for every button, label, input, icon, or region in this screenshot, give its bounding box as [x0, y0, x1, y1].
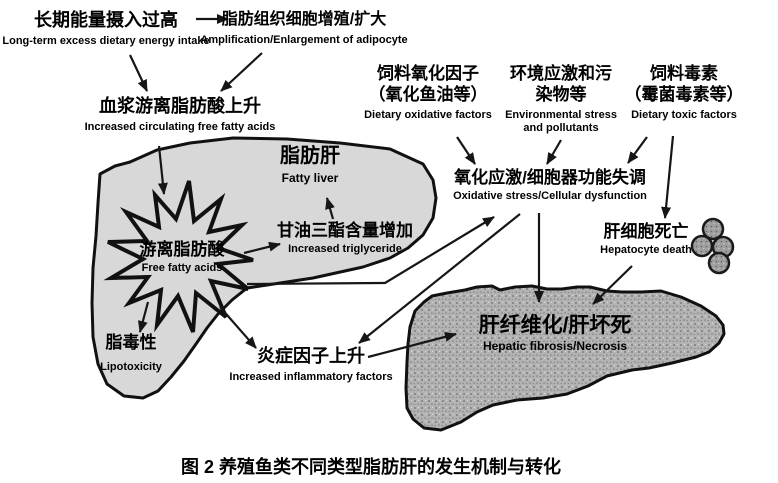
node-energy-intake-en: Long-term excess dietary energy intake [2, 35, 210, 47]
node-dietary-toxic-en: Dietary toxic factors [631, 109, 737, 121]
node-plasma-ffa-zh: 血浆游离脂肪酸上升 [99, 96, 261, 116]
arrow-triglyceride-to-fatty-liver [325, 197, 335, 220]
arrow-starburst-to-lipotoxicity [138, 301, 150, 333]
arrow-dietary-toxic-to-oxidative-stress [627, 136, 648, 164]
node-energy-intake-zh: 长期能量摄入过高 [34, 10, 178, 30]
node-oxidative-stress-zh: 氧化应激/细胞器功能失调 [454, 168, 646, 187]
arrow-dietary-toxic-to-hepatocyte-death [661, 135, 675, 219]
node-hepatocyte-death-zh: 肝细胞死亡 [603, 222, 689, 241]
figure-caption: 图 2 养殖鱼类不同类型脂肪肝的发生机制与转化 [180, 457, 562, 477]
node-dietary-oxidative-zh1: 饲料氧化因子 [377, 64, 479, 83]
arrow-inflammatory-to-fibrosis [367, 331, 457, 359]
arrow-plasma-ffa-to-starburst [157, 145, 168, 195]
node-triglyceride-zh: 甘油三酯含量增加 [277, 221, 413, 240]
node-environmental-zh1: 环境应激和污 [510, 64, 612, 83]
node-plasma-ffa-en: Increased circulating free fatty acids [84, 121, 276, 133]
node-hepatocyte-death: 肝细胞死亡 Hepatocyte death [600, 221, 692, 257]
node-fatty-liver-en: Fatty liver [281, 171, 339, 185]
node-fibrosis-zh: 肝纤维化/肝坏死 [478, 314, 632, 337]
arrow-starburst-to-triglyceride [243, 241, 281, 255]
arrow-oxidative-stress-to-inflammatory [358, 213, 521, 344]
node-oxidative-stress: 氧化应激/细胞器功能失调 Oxidative stress/Cellular d… [453, 167, 647, 203]
node-inflammatory-zh: 炎症因子上升 [256, 346, 365, 366]
fatty-liver-shape [90, 136, 438, 400]
node-free-fatty-acids-zh: 游离脂肪酸 [139, 240, 225, 259]
arrow-layer [129, 14, 675, 359]
node-environmental: 环境应激和污 染物等 Environmental stress and poll… [505, 63, 617, 135]
node-fibrosis: 肝纤维化/肝坏死 Hepatic fibrosis/Necrosis [479, 313, 632, 353]
node-fatty-liver: 脂肪肝 Fatty liver [280, 144, 340, 185]
node-free-fatty-acids: 游离脂肪酸 Free fatty acids [140, 239, 225, 275]
fibrotic-liver-shape [404, 284, 726, 432]
node-lipotoxicity: 脂毒性 Lipotoxicity [100, 332, 162, 374]
arrow-hepatocyte-death-to-fibrosis [592, 265, 633, 305]
node-inflammatory: 炎症因子上升 Increased inflammatory factors [229, 345, 392, 384]
node-fibrosis-en: Hepatic fibrosis/Necrosis [482, 339, 628, 353]
node-free-fatty-acids-en: Free fatty acids [141, 262, 223, 274]
arrow-starburst-to-inflammatory [219, 306, 257, 349]
node-energy-intake: 长期能量摄入过高 Long-term excess dietary energy… [2, 9, 209, 48]
node-hepatocyte-death-en: Hepatocyte death [600, 244, 692, 256]
arrow-energy-to-plasma-ffa [129, 54, 148, 92]
hepatocyte-cells-icon [690, 217, 735, 275]
free-fatty-acids-starburst [103, 180, 254, 333]
node-triglyceride: 甘油三酯含量增加 Increased triglyceride [277, 220, 413, 256]
arrow-liver-to-oxidative-stress [246, 216, 495, 286]
node-environmental-en1: Environmental stress [505, 109, 617, 121]
node-lipotoxicity-en: Lipotoxicity [100, 361, 162, 373]
node-environmental-en2: and pollutants [523, 122, 599, 134]
node-dietary-oxidative-zh2: （氧化鱼油等） [368, 85, 488, 104]
node-adipocyte-en: Amplification/Enlargement of adipocyte [200, 34, 408, 46]
node-lipotoxicity-zh: 脂毒性 [105, 333, 157, 352]
node-plasma-ffa: 血浆游离脂肪酸上升 Increased circulating free fat… [85, 95, 276, 134]
node-fatty-liver-zh: 脂肪肝 [280, 145, 340, 167]
node-dietary-toxic: 饲料毒素 （霉菌毒素等） Dietary toxic factors [625, 63, 744, 122]
node-adipocyte: 脂肪组织细胞增殖/扩大 Amplification/Enlargement of… [200, 9, 407, 47]
node-adipocyte-zh: 脂肪组织细胞增殖/扩大 [221, 11, 387, 28]
node-dietary-oxidative-en: Dietary oxidative factors [364, 109, 492, 121]
node-dietary-toxic-zh2: （霉菌毒素等） [624, 85, 744, 104]
node-inflammatory-en: Increased inflammatory factors [229, 371, 393, 383]
node-triglyceride-en: Increased triglyceride [288, 243, 402, 255]
node-oxidative-stress-en: Oxidative stress/Cellular dysfunction [453, 190, 647, 202]
arrow-adipocyte-to-plasma-ffa [220, 52, 263, 92]
node-dietary-toxic-zh1: 饲料毒素 [650, 64, 718, 83]
arrow-environmental-to-oxidative-stress [546, 139, 562, 165]
node-dietary-oxidative: 饲料氧化因子 （氧化鱼油等） Dietary oxidative factors [364, 63, 492, 122]
node-environmental-zh2: 染物等 [535, 85, 587, 104]
arrow-dietary-oxidative-to-oxidative-stress [456, 136, 476, 165]
